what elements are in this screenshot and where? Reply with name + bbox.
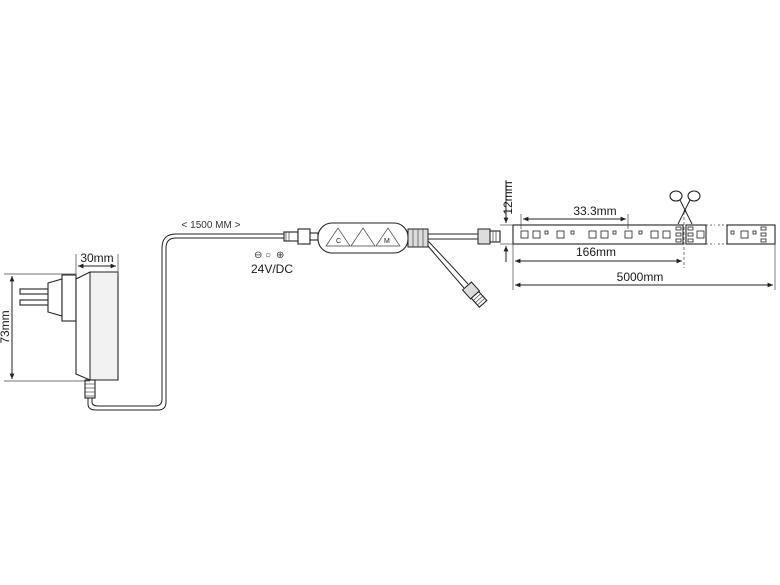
adapter-height-label: 73mm: [0, 310, 12, 343]
led-pitch-label: 33.3mm: [573, 204, 616, 218]
strip-height-label: 12mm: [501, 181, 515, 214]
cut-length-label: 166mm: [576, 245, 616, 259]
power-cable: < 1500 MM >: [87, 220, 284, 411]
led-pitch-dimension: 33.3mm: [520, 204, 629, 229]
controller: C M: [317, 222, 429, 254]
polarity-positive-symbol: ⊕: [276, 250, 284, 261]
adapter-height-dimension: 73mm: [0, 273, 90, 382]
led-strip: [512, 224, 776, 245]
controller-button-c-label: C: [336, 238, 341, 245]
cable-length-label: < 1500 MM >: [182, 220, 241, 231]
controller-button-m-label: M: [384, 238, 390, 245]
total-length-label: 5000mm: [617, 270, 664, 284]
adapter-width-dimension: 30mm: [75, 251, 119, 276]
adapter-width-label: 30mm: [80, 251, 113, 265]
voltage-label: 24V/DC: [251, 262, 293, 276]
cut-length-dimension: 166mm: [512, 244, 682, 266]
polarity-negative-symbol: ⊖: [254, 250, 262, 261]
total-length-dimension: 5000mm: [512, 244, 776, 290]
strip-height-dimension: 12mm: [500, 180, 515, 262]
dc-jack: ⊖ ○ ⊕ 24V/DC: [251, 228, 319, 276]
side-connector: [427, 240, 488, 308]
scissors-icon: [669, 190, 701, 225]
polarity-center-symbol: ○: [265, 250, 271, 261]
strip-cable: [428, 228, 501, 245]
power-adapter: [19, 271, 119, 399]
